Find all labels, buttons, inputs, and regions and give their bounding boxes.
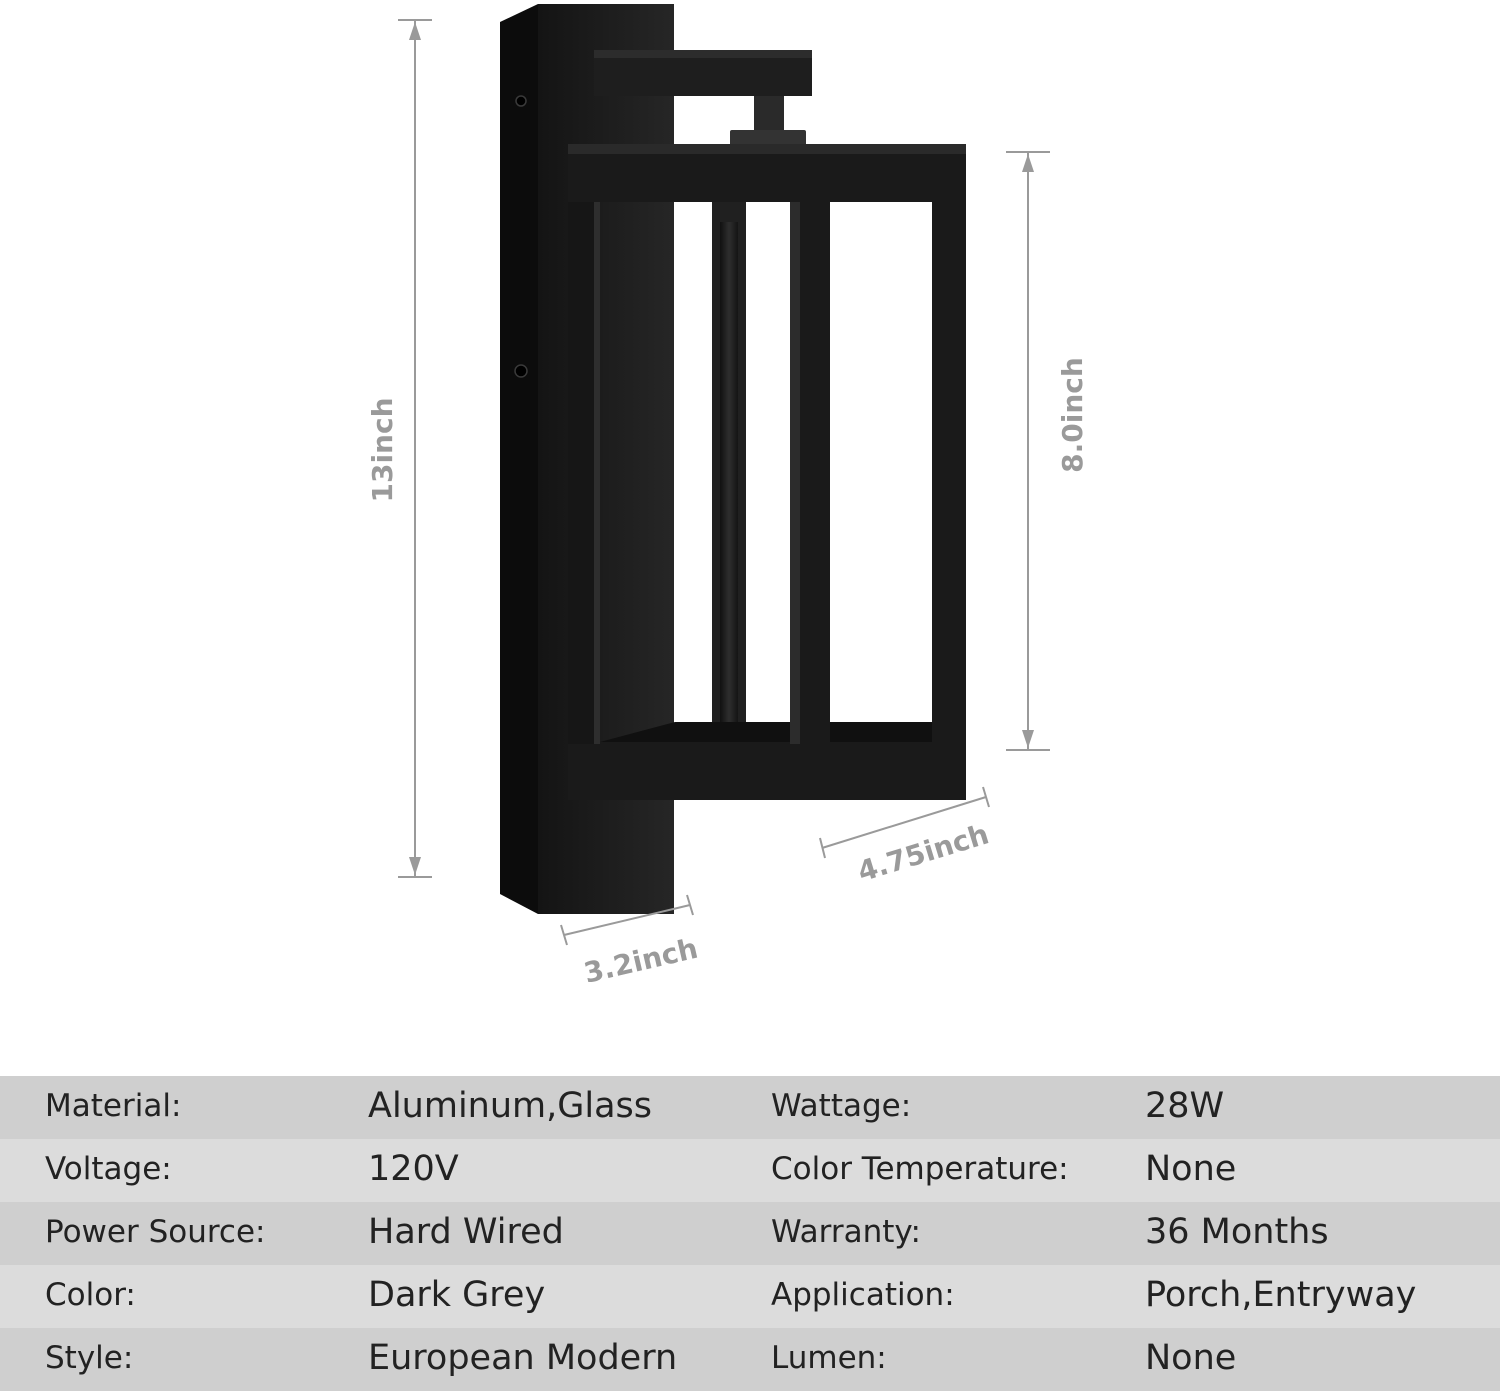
screw-icon (514, 364, 528, 378)
spec-value: 28W (1145, 1086, 1225, 1126)
dimension-label-height-shade: 8.0inch (1056, 357, 1089, 473)
spec-label: Voltage: (45, 1151, 172, 1187)
spec-label: Wattage: (771, 1088, 912, 1124)
mounting-arm (594, 50, 812, 146)
spec-label: Color Temperature: (771, 1151, 1069, 1187)
spec-value: Hard Wired (368, 1212, 564, 1252)
spec-label: Lumen: (771, 1340, 887, 1376)
lantern-cage (568, 144, 966, 800)
spec-value: None (1145, 1338, 1237, 1378)
spec-label: Warranty: (771, 1214, 921, 1250)
spec-row: Material: Aluminum,Glass Wattage: 28W (0, 1076, 1500, 1139)
spec-value: None (1145, 1149, 1237, 1189)
spec-value: 120V (368, 1149, 459, 1189)
spec-value: Aluminum,Glass (368, 1086, 653, 1126)
screw-icon (515, 95, 527, 107)
spec-value: Dark Grey (368, 1275, 546, 1315)
dimension-lines (398, 19, 1050, 946)
spec-row: Color: Dark Grey Application: Porch,Entr… (0, 1265, 1500, 1328)
spec-row: Voltage: 120V Color Temperature: None (0, 1139, 1500, 1202)
dimension-label-depth-base: 3.2inch (581, 932, 701, 990)
spec-value: 36 Months (1145, 1212, 1329, 1252)
spec-value: European Modern (368, 1338, 678, 1378)
spec-label: Style: (45, 1340, 134, 1376)
spec-value: Porch,Entryway (1145, 1275, 1417, 1315)
spec-label: Material: (45, 1088, 182, 1124)
spec-row: Power Source: Hard Wired Warranty: 36 Mo… (0, 1202, 1500, 1265)
spec-table: Material: Aluminum,Glass Wattage: 28W Vo… (0, 1076, 1500, 1391)
spec-row: Style: European Modern Lumen: None (0, 1328, 1500, 1391)
spec-label: Power Source: (45, 1214, 266, 1250)
dimension-label-height-total: 13inch (366, 397, 399, 502)
spec-label: Application: (771, 1277, 955, 1313)
spec-label: Color: (45, 1277, 136, 1313)
lantern-dimension-figure: 13inch 8.0inch 4.75inch 3.2inch (366, 4, 1089, 990)
dimension-label-width-shade: 4.75inch (854, 817, 993, 888)
